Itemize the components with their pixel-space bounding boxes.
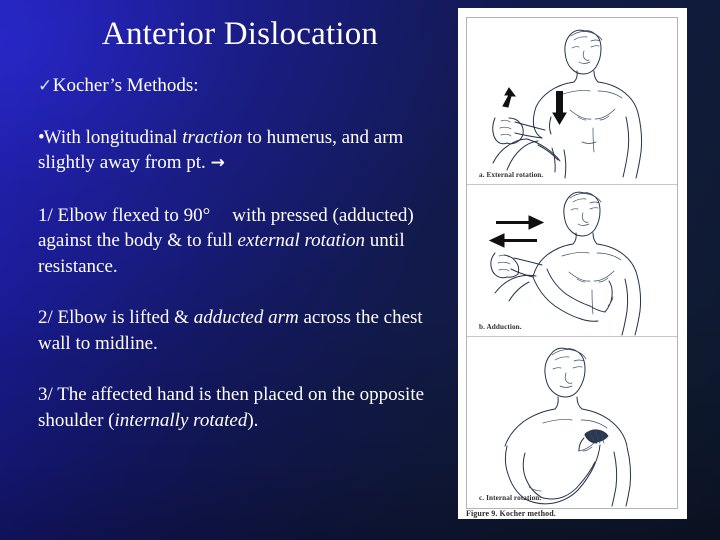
spacer: [38, 279, 434, 305]
step-2: 2/ Elbow is lifted & adducted arm across…: [38, 305, 434, 356]
kocher-method-figure: a. External rotation.: [458, 8, 687, 519]
bullet-traction: •With longitudinal traction to humerus, …: [38, 125, 434, 177]
adduction-illustration: [488, 191, 642, 336]
figure-panel-adduction: b. Adduction.: [467, 185, 677, 337]
step-2-text-c: across the chest wall to midline.: [38, 307, 423, 354]
figure-caption-a: a. External rotation.: [479, 171, 544, 179]
figure-caption-b: b. Adduction.: [479, 323, 522, 331]
bullet-kochers-methods: ✓Kocher’s Methods:: [38, 73, 434, 99]
bullet-traction-text-b: to humerus, and arm slightly away from p…: [38, 126, 404, 174]
right-arrow-icon: →: [210, 153, 225, 173]
step-3-text-c: ).: [247, 409, 259, 431]
spacer: [38, 177, 434, 203]
checkmark-icon: ✓: [38, 76, 52, 95]
step-1-number: 1/: [38, 204, 53, 226]
figure-border-box: a. External rotation.: [466, 17, 678, 509]
step-1: 1/ Elbow flexed to 90°with pressed (addu…: [38, 203, 434, 280]
figure-panel-internal-rotation: c. Internal rotation.: [467, 337, 677, 507]
step-2-emphasis: adducted arm: [193, 307, 299, 328]
step-3-number: 3/: [38, 384, 53, 405]
slide-title: Anterior Dislocation: [101, 16, 379, 52]
step-3-text-a: The affected hand is then placed on the …: [38, 384, 425, 431]
bullet-kochers-methods-label: Kocher’s Methods:: [52, 75, 199, 96]
dot-bullet-icon: •: [38, 126, 45, 148]
step-3-emphasis: internally rotated: [114, 409, 248, 431]
step-3: 3/ The affected hand is then placed on t…: [38, 382, 434, 433]
step-2-text-a: Elbow is lifted &: [52, 307, 194, 328]
bullet-traction-emphasis: traction: [182, 126, 243, 148]
step-2-number: 2/: [38, 307, 53, 328]
step-1-text-c: until resistance.: [38, 230, 405, 277]
figure-number-caption: Figure 9. Kocher method.: [466, 509, 556, 518]
slide-body-text: ✓Kocher’s Methods: •With longitudinal tr…: [38, 73, 434, 433]
spacer: [38, 99, 434, 125]
figure-panel-external-rotation: a. External rotation.: [467, 18, 677, 185]
step-1-text-b: with pressed (adducted) against the body…: [38, 204, 414, 252]
figure-caption-c: c. Internal rotation.: [479, 494, 542, 502]
spacer: [38, 356, 434, 382]
internal-rotation-illustration: [504, 347, 632, 507]
step-1-text-a: Elbow flexed to 90°: [52, 204, 211, 226]
external-rotation-illustration: [492, 29, 643, 179]
bullet-traction-text-a: With longitudinal: [43, 126, 183, 148]
step-1-emphasis: external rotation: [237, 230, 366, 251]
